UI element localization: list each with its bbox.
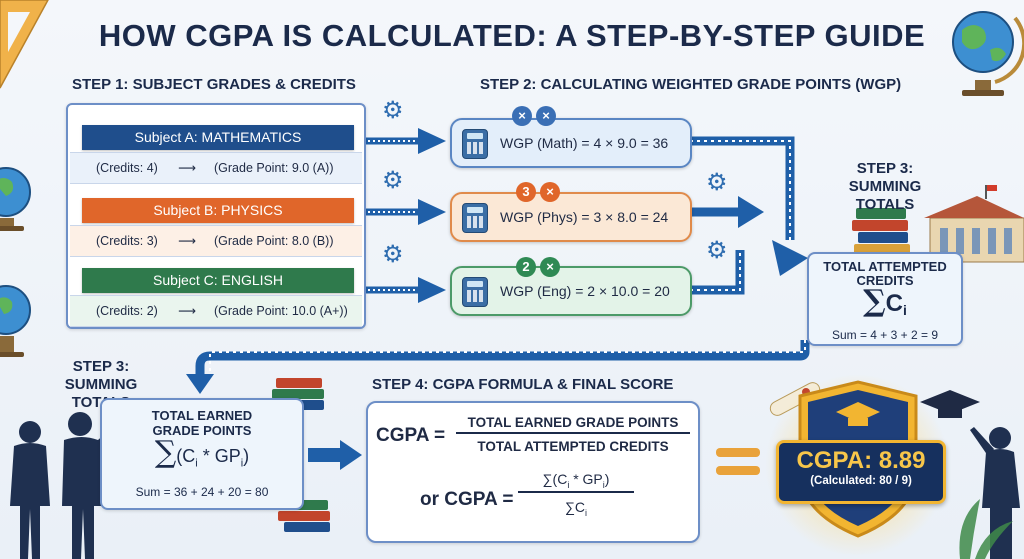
arrow-icon: ⟶	[178, 234, 196, 248]
subject-b-header: Subject B: PHYSICS	[82, 198, 354, 223]
graduation-cap-icon	[836, 402, 880, 426]
wgp-phys-text: WGP (Phys) = 3 × 8.0 = 24	[500, 209, 669, 225]
subject-a-credits: (Credits: 4)	[96, 161, 158, 175]
wgp-phys: WGP (Phys) = 3 × 8.0 = 24	[450, 192, 692, 242]
gear-icon: ⚙	[382, 97, 404, 124]
wgp-math: WGP (Math) = 4 × 9.0 = 36	[450, 118, 692, 168]
ruler-icon	[0, 0, 49, 89]
subject-b-credits: (Credits: 3)	[96, 234, 158, 248]
formula-lhs-2: or CGPA =	[420, 489, 514, 510]
earned-sum: Sum = 36 + 24 + 20 = 80	[135, 484, 269, 499]
globe-icon	[952, 11, 1024, 96]
subject-a-row: (Credits: 4) ⟶ (Grade Point: 9.0 (A))	[70, 152, 362, 184]
cgpa-calculation: (Calculated: 80 / 9)	[810, 475, 912, 487]
subject-c-row: (Credits: 2) ⟶ (Grade Point: 10.0 (A+))	[70, 295, 362, 327]
step1-heading: STEP 1: SUBJECT GRADES & CREDITS	[72, 76, 356, 93]
graduation-cap-icon	[920, 390, 980, 418]
sigma-ci: ∑Ci	[863, 284, 907, 319]
formula-numerator-2: ∑(Ci * GPi)	[518, 471, 634, 493]
cgpa-formula-box: CGPA = TOTAL EARNED GRADE POINTS TOTAL A…	[366, 401, 700, 543]
calculator-icon	[462, 129, 488, 159]
formula-numerator-1: TOTAL EARNED GRADE POINTS	[456, 415, 690, 434]
wgp-math-text: WGP (Math) = 4 × 9.0 = 36	[500, 135, 669, 151]
cgpa-score: CGPA: 8.89	[796, 447, 926, 474]
sigma-ci-gpi: ∑(Ci * GPi)	[154, 435, 250, 470]
students-icon	[10, 412, 1020, 559]
subject-a-header: Subject A: MATHEMATICS	[82, 125, 354, 150]
subject-table: Subject A: MATHEMATICS (Credits: 4) ⟶ (G…	[66, 103, 366, 329]
wgp-eng-text: WGP (Eng) = 2 × 10.0 = 20	[500, 283, 670, 299]
building-icon	[924, 185, 1024, 263]
credit-badge: 2	[516, 257, 536, 277]
gear-icon: ⚙	[706, 237, 728, 264]
total-attempted-credits-box: TOTAL ATTEMPTED CREDITS ∑Ci Sum = 4 + 3 …	[807, 252, 963, 346]
total-attempted-title: TOTAL ATTEMPTED CREDITS	[823, 259, 947, 288]
total-earned-grade-points-box: TOTAL EARNED GRADE POINTS ∑(Ci * GPi) Su…	[100, 398, 304, 510]
step3-right-heading: STEP 3: SUMMING TOTALS	[848, 160, 922, 213]
multiply-badge: ×	[540, 182, 560, 202]
gear-icon: ⚙	[382, 167, 404, 194]
arrow-icon: ⟶	[178, 304, 196, 318]
subject-c-credits: (Credits: 2)	[96, 304, 158, 318]
calculator-icon	[462, 203, 488, 233]
globe-icon	[0, 285, 31, 357]
multiply-badge: ×	[536, 106, 556, 126]
multiply-badge: ×	[512, 106, 532, 126]
formula-lhs-1: CGPA =	[376, 425, 446, 446]
step2-heading: STEP 2: CALCULATING WEIGHTED GRADE POINT…	[480, 76, 902, 93]
credit-badge: 3	[516, 182, 536, 202]
wgp-eng: WGP (Eng) = 2 × 10.0 = 20	[450, 266, 692, 316]
arrow-icon: ⟶	[178, 161, 196, 175]
formula-denominator-1: TOTAL ATTEMPTED CREDITS	[477, 439, 669, 454]
gear-icon: ⚙	[382, 241, 404, 268]
subject-a-grade: (Grade Point: 9.0 (A))	[214, 161, 334, 175]
globe-icon	[0, 167, 31, 231]
subject-c-grade: (Grade Point: 10.0 (A+))	[214, 304, 348, 318]
subject-b-row: (Credits: 3) ⟶ (Grade Point: 8.0 (B))	[70, 225, 362, 257]
attempted-sum: Sum = 4 + 3 + 2 = 9	[831, 328, 939, 343]
page-title: HOW CGPA IS CALCULATED: A STEP-BY-STEP G…	[98, 18, 926, 53]
gear-icon: ⚙	[706, 169, 728, 196]
multiply-badge: ×	[540, 257, 560, 277]
subject-b-grade: (Grade Point: 8.0 (B))	[214, 234, 334, 248]
formula-denominator-2: ∑Ci	[564, 499, 588, 518]
total-earned-title: TOTAL EARNED GRADE POINTS	[151, 408, 253, 438]
cgpa-score-badge: CGPA: 8.89 (Calculated: 80 / 9)	[776, 440, 946, 504]
step4-heading: STEP 4: CGPA FORMULA & FINAL SCORE	[372, 376, 674, 393]
calculator-icon	[462, 277, 488, 307]
subject-c-header: Subject C: ENGLISH	[82, 268, 354, 293]
